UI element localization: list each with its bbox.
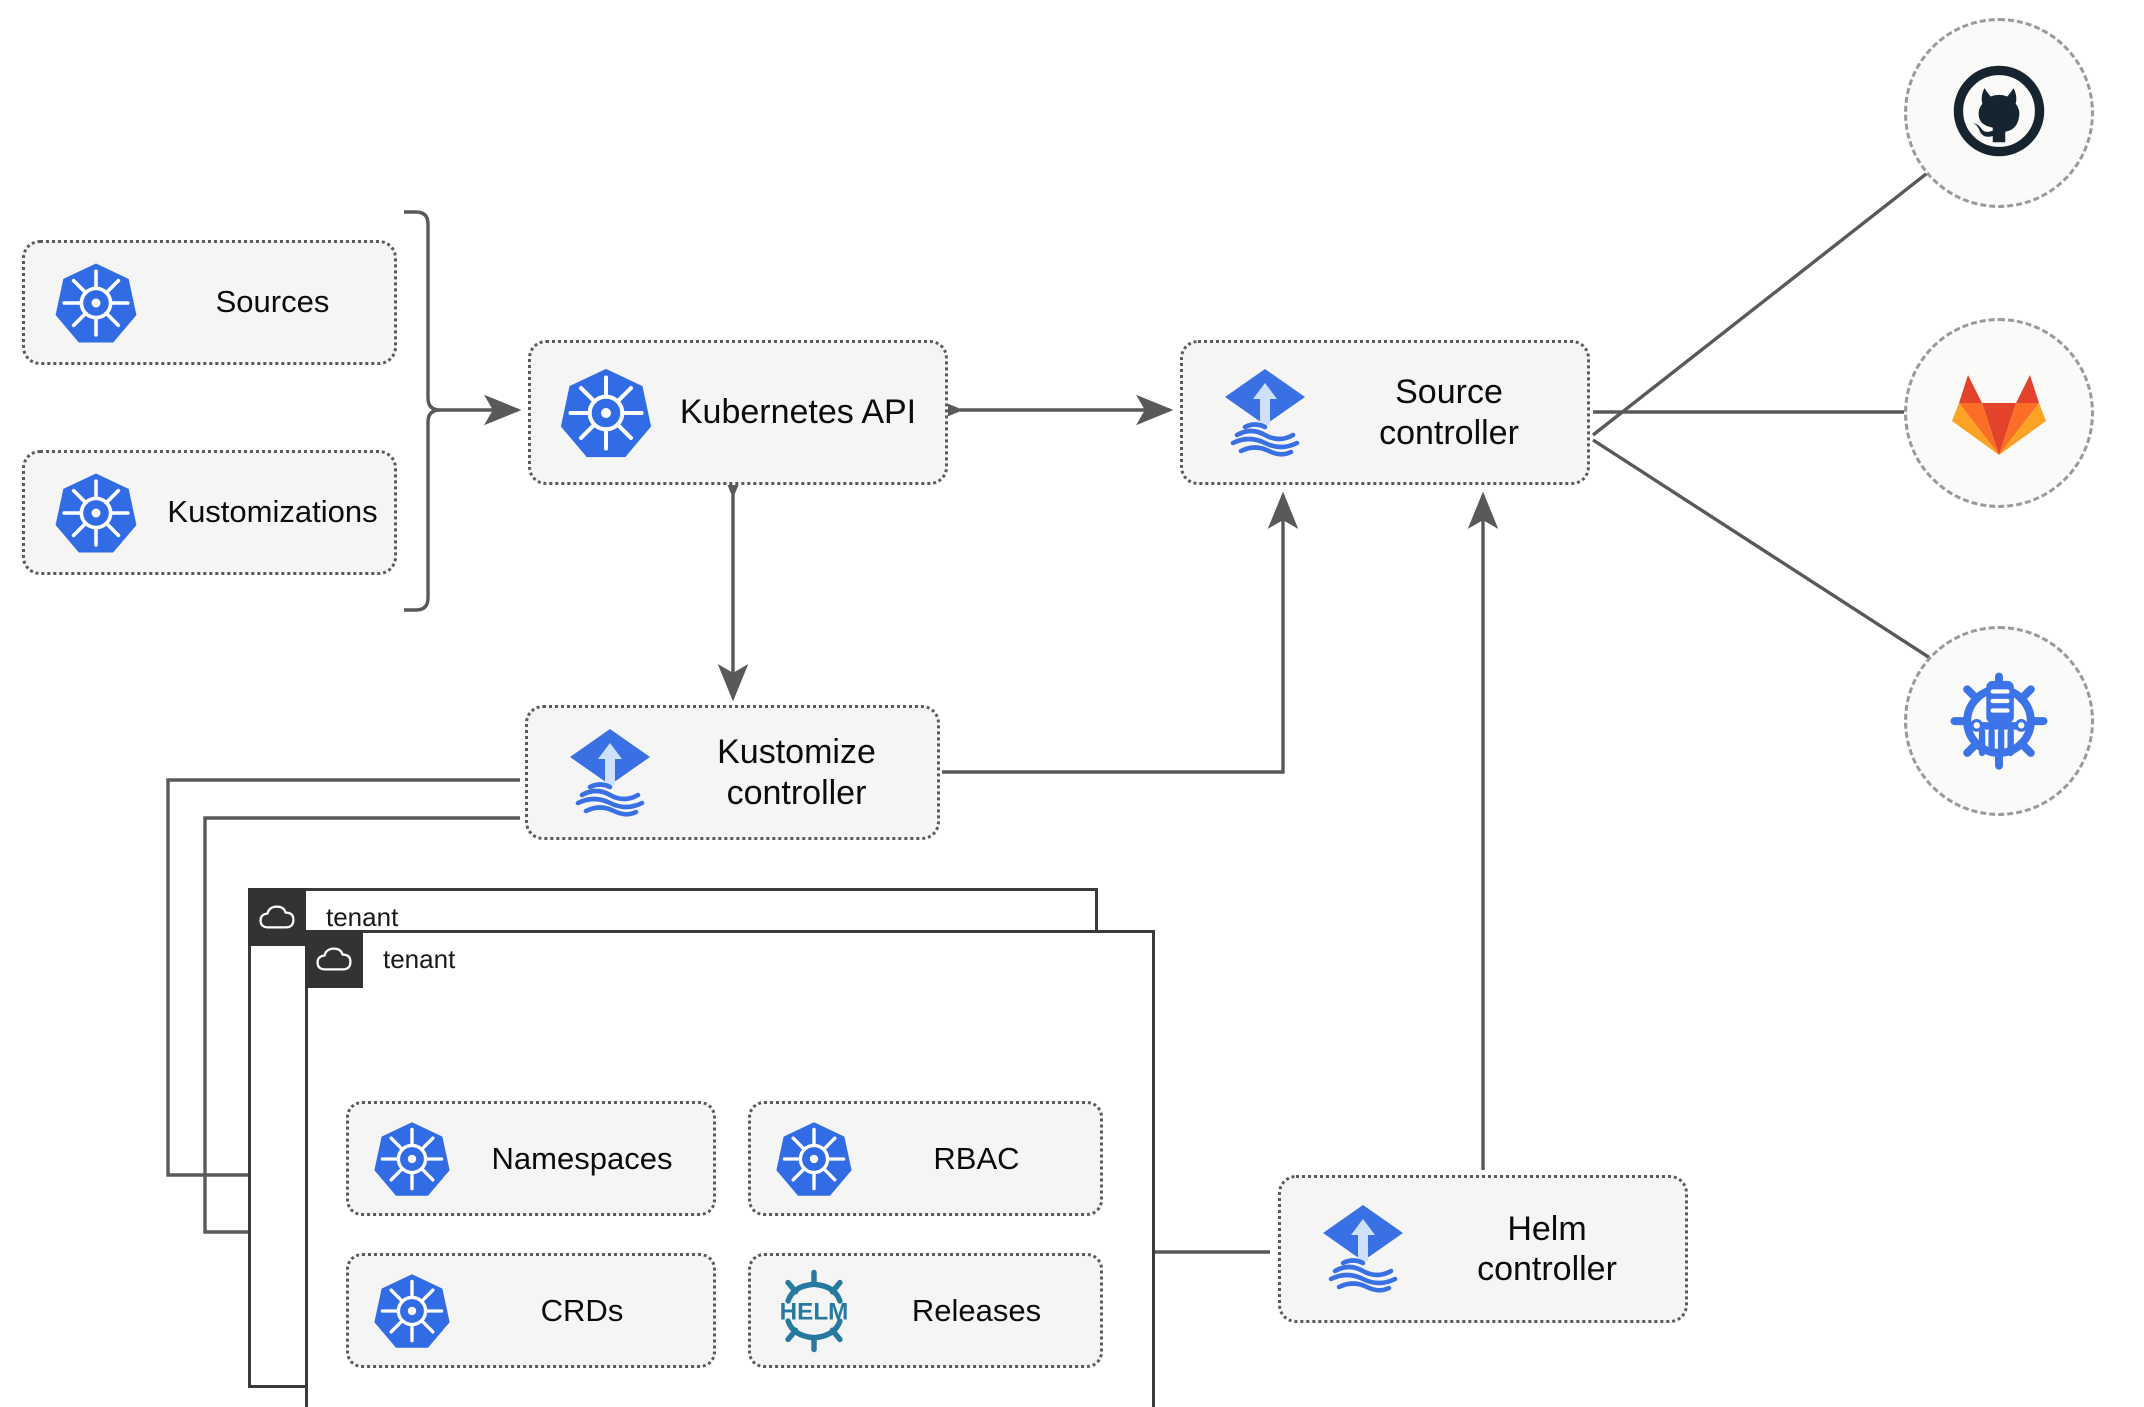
resource-rbac[interactable]: RBAC	[748, 1101, 1103, 1216]
flux-icon	[1299, 1199, 1427, 1299]
edge-sources-bracket	[404, 210, 441, 612]
node-label: Kubernetes API	[679, 393, 917, 432]
resource-releases[interactable]: HELM Releases	[748, 1253, 1103, 1368]
helm-icon: HELM	[765, 1269, 863, 1353]
kubernetes-icon	[765, 1119, 863, 1199]
svg-text:HELM: HELM	[780, 1298, 849, 1325]
node-label: Source controller	[1379, 373, 1519, 452]
tenant-tab: tenant	[305, 930, 455, 988]
resource-label: CRDs	[540, 1292, 624, 1328]
edge-kustomizecontroller-sourcecontroller	[942, 491, 1299, 774]
node-kubernetes-api[interactable]: Kubernetes API	[528, 340, 948, 485]
node-label: Kustomizations	[167, 494, 378, 530]
kubernetes-icon	[363, 1119, 461, 1199]
external-helm-repository[interactable]	[1904, 626, 2094, 816]
external-gitlab[interactable]	[1904, 318, 2094, 508]
resource-namespaces[interactable]: Namespaces	[346, 1101, 716, 1216]
node-label: Helm controller	[1477, 1209, 1617, 1288]
node-kustomizations[interactable]: Kustomizations	[22, 450, 397, 575]
flux-icon	[1201, 363, 1329, 463]
gitlab-icon	[1949, 363, 2049, 464]
tenant-box-front[interactable]: tenant Namespaces	[305, 930, 1155, 1407]
cloud-icon	[248, 888, 306, 946]
resource-label: RBAC	[933, 1140, 1020, 1176]
node-label: Kustomize controller	[717, 733, 876, 812]
kubernetes-icon	[41, 470, 151, 556]
kubernetes-icon	[547, 365, 665, 461]
node-kustomize-controller[interactable]: Kustomize controller	[525, 705, 940, 840]
flux-icon	[546, 723, 674, 823]
resource-label: Releases	[911, 1292, 1042, 1328]
node-helm-controller[interactable]: Helm controller	[1278, 1175, 1688, 1323]
node-source-controller[interactable]: Source controller	[1180, 340, 1590, 485]
kubernetes-icon	[41, 260, 151, 346]
cloud-icon	[305, 930, 363, 988]
node-sources[interactable]: Sources	[22, 240, 397, 365]
resource-label: Namespaces	[491, 1140, 673, 1176]
node-label: Sources	[215, 284, 330, 320]
helm-repo-icon	[1946, 666, 2052, 777]
external-github[interactable]	[1904, 18, 2094, 208]
resource-crds[interactable]: CRDs	[346, 1253, 716, 1368]
tenant-tab: tenant	[248, 888, 398, 946]
github-icon	[1947, 59, 2051, 168]
tenant-label: tenant	[383, 943, 456, 974]
tenant-label: tenant	[326, 901, 399, 932]
kubernetes-icon	[363, 1271, 461, 1351]
